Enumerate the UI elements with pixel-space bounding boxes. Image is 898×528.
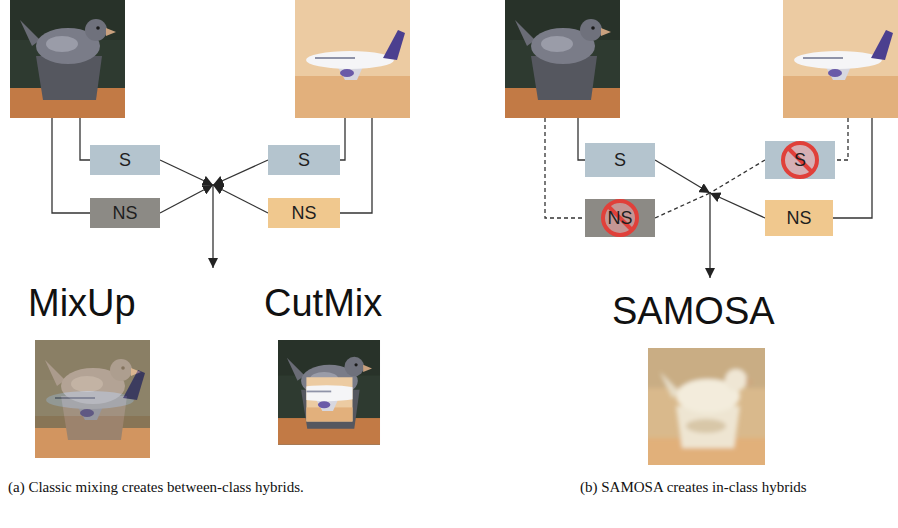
bird-photo — [505, 0, 620, 118]
mixup-photo — [35, 340, 150, 458]
dashed-wire — [835, 118, 848, 160]
cutmix-photo — [278, 340, 380, 445]
merge-arrow — [655, 160, 710, 193]
output-arrow — [212, 185, 213, 268]
content-box: NS — [268, 198, 340, 228]
merge-arrow — [213, 185, 268, 213]
method-name: SAMOSA — [612, 290, 775, 334]
bird-layer — [278, 340, 380, 445]
style-box: S — [268, 145, 340, 175]
pale-shadow — [686, 419, 726, 433]
wire — [52, 118, 90, 213]
dashed-merge — [710, 160, 765, 193]
merge-arrow — [160, 160, 213, 185]
plane-photo — [783, 0, 898, 118]
wire — [80, 118, 90, 160]
box-label: S — [614, 150, 626, 171]
blended-figure — [648, 348, 765, 465]
style-box: S — [585, 143, 655, 177]
plane-layer — [306, 377, 352, 421]
plane-photo — [295, 0, 410, 118]
wire — [340, 118, 372, 213]
dashed-merge — [655, 193, 710, 218]
style-box: S — [90, 145, 160, 175]
method-name: MixUp — [28, 282, 136, 326]
content-box: NS — [90, 198, 160, 228]
wire — [833, 118, 872, 218]
prohibited-ring — [783, 143, 817, 177]
content-box: NS — [765, 200, 833, 236]
bird-photo — [10, 0, 125, 118]
wire — [340, 118, 345, 160]
merge-arrow — [160, 185, 213, 213]
subfigure-caption: (b) SAMOSA creates in-class hybrids — [580, 479, 807, 496]
box-label: NS — [786, 208, 811, 229]
box-label: S — [794, 150, 806, 171]
style-box: S — [765, 141, 835, 179]
box-label: S — [119, 150, 131, 171]
prohibited-ring — [603, 201, 637, 235]
pale-head — [725, 369, 747, 391]
wires — [545, 118, 872, 278]
box-label: NS — [607, 208, 632, 229]
dashed-wire — [545, 118, 585, 218]
plane-patch — [306, 377, 352, 421]
merge-arrow — [710, 193, 765, 218]
samosa-photo — [648, 348, 765, 465]
box-label: S — [298, 150, 310, 171]
pale-beak — [746, 378, 755, 386]
bird-layer — [35, 340, 150, 458]
plane-layer — [35, 340, 150, 458]
wire — [578, 118, 585, 160]
wires — [52, 118, 372, 268]
merge-arrow — [213, 160, 268, 185]
output-arrow — [709, 193, 710, 278]
subfigure-caption: (a) Classic mixing creates between-class… — [8, 479, 304, 496]
box-label: NS — [291, 203, 316, 224]
prohibited-slash — [608, 206, 632, 230]
method-name: CutMix — [264, 282, 382, 326]
content-box: NS — [585, 199, 655, 237]
prohibited-slash — [788, 148, 812, 172]
box-label: NS — [112, 203, 137, 224]
